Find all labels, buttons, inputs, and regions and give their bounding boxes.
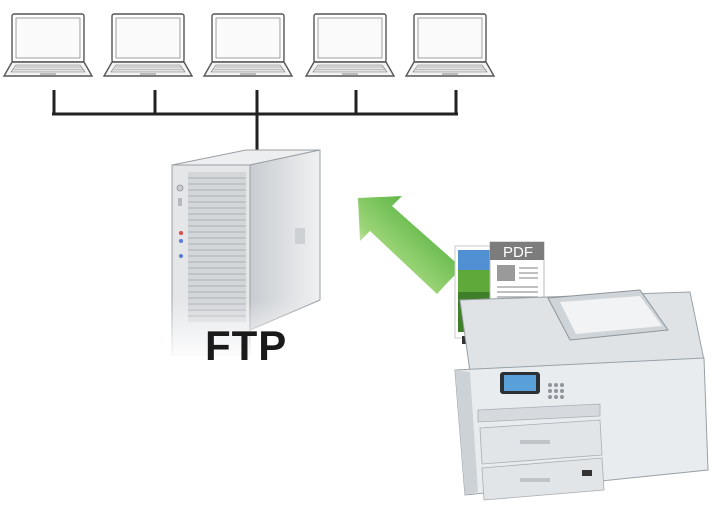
- laptop-icon: [103, 13, 193, 77]
- network-lines: [52, 90, 458, 150]
- laptop-icon: [405, 13, 495, 77]
- ftp-server-label: FTP: [205, 322, 288, 369]
- laptop-icon: [305, 13, 395, 77]
- ftp-server-icon: [165, 149, 330, 362]
- laptop-icon: [203, 13, 293, 77]
- pdf-label: PDF: [503, 244, 533, 261]
- transfer-arrow-icon: [358, 196, 462, 294]
- multifunction-printer-icon: [454, 289, 709, 501]
- laptops: [3, 13, 495, 77]
- laptop-icon: [3, 13, 93, 77]
